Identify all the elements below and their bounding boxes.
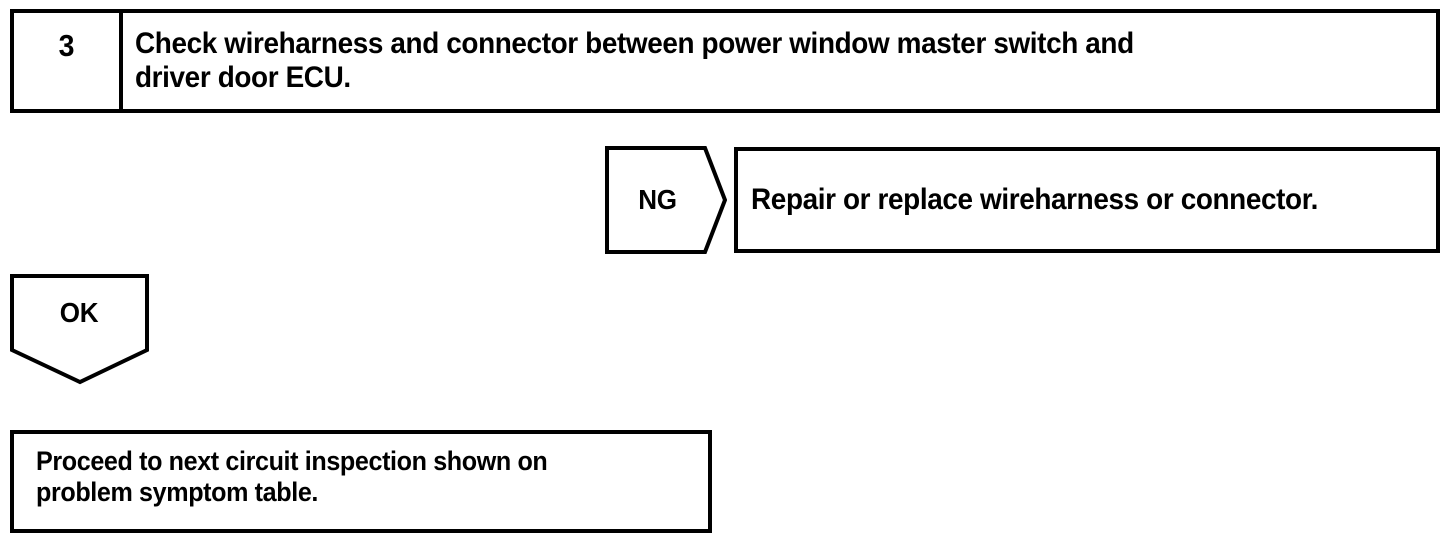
ng-arrow-shape	[605, 146, 727, 254]
step-instruction-cell: Check wireharness and connector between …	[123, 13, 1436, 109]
ng-branch-label: NG	[638, 184, 677, 215]
ok-branch-label: OK	[59, 297, 99, 328]
ng-result-text: Repair or replace wireharness or connect…	[751, 183, 1319, 217]
step-header-box: 3 Check wireharness and connector betwee…	[10, 9, 1440, 113]
ok-result-box: Proceed to next circuit inspection shown…	[10, 430, 712, 533]
ng-result-box: Repair or replace wireharness or connect…	[734, 147, 1440, 253]
ok-result-text: Proceed to next circuit inspection shown…	[36, 446, 548, 507]
step-instruction-text: Check wireharness and connector between …	[135, 27, 1134, 94]
step-number: 3	[58, 28, 75, 63]
step-number-cell: 3	[14, 13, 123, 109]
ok-arrow-shape	[10, 274, 150, 386]
